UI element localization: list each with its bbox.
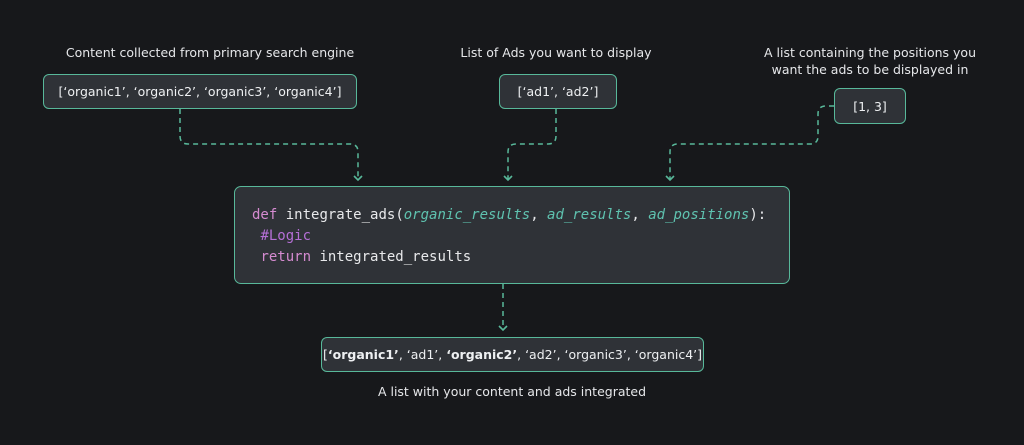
positions-label-line1: A list containing the positions you xyxy=(763,45,976,60)
connector-organic-to-function xyxy=(179,109,363,182)
ads-label: List of Ads you want to display xyxy=(460,45,652,60)
param-ad-results: ad_results xyxy=(547,207,632,223)
return-value: integrated_results xyxy=(319,249,472,265)
connector-ads-to-function xyxy=(503,109,557,182)
connector-positions-to-function xyxy=(665,105,834,182)
code-line-return: return integrated_results xyxy=(252,247,789,268)
param-organic-results: organic_results xyxy=(403,207,531,223)
integrate-ads-function-code: def integrate_ads(organic_results, ad_re… xyxy=(234,186,790,284)
code-line-def: def integrate_ads(organic_results, ad_re… xyxy=(252,205,789,226)
def-keyword: def xyxy=(252,207,278,223)
function-name: integrate_ads xyxy=(285,207,396,223)
primary-source-label: Content collected from primary search en… xyxy=(65,45,355,60)
result-sep-1: , ‘ad1’, xyxy=(398,347,447,362)
logic-comment: #Logic xyxy=(260,228,312,244)
positions-label-line2: want the ads to be displayed in xyxy=(771,62,969,77)
close-paren: ): xyxy=(749,207,767,223)
result-rest: , ‘ad2’, ‘organic3’, ‘organic4’] xyxy=(517,347,703,362)
comma-1: , xyxy=(530,207,548,223)
result-item-organic1: ‘organic1’ xyxy=(327,347,399,362)
comma-2: , xyxy=(631,207,649,223)
positions-label: A list containing the positions you want… xyxy=(740,44,1000,78)
output-label: A list with your content and ads integra… xyxy=(377,384,647,399)
param-ad-positions: ad_positions xyxy=(648,207,750,223)
return-keyword: return xyxy=(260,249,312,265)
ad-positions-box: [1, 3] xyxy=(834,88,906,124)
result-item-organic2: ‘organic2’ xyxy=(446,347,518,362)
integrated-results-box: [‘organic1’, ‘ad1’, ‘organic2’, ‘ad2’, ‘… xyxy=(321,337,704,372)
result-open-bracket: [ xyxy=(322,347,328,362)
organic-results-box: [‘organic1’, ‘organic2’, ‘organic3’, ‘or… xyxy=(43,74,357,109)
code-line-comment: #Logic xyxy=(252,226,789,247)
open-paren: ( xyxy=(395,207,404,223)
ad-results-box: [‘ad1’, ‘ad2’] xyxy=(499,74,617,109)
